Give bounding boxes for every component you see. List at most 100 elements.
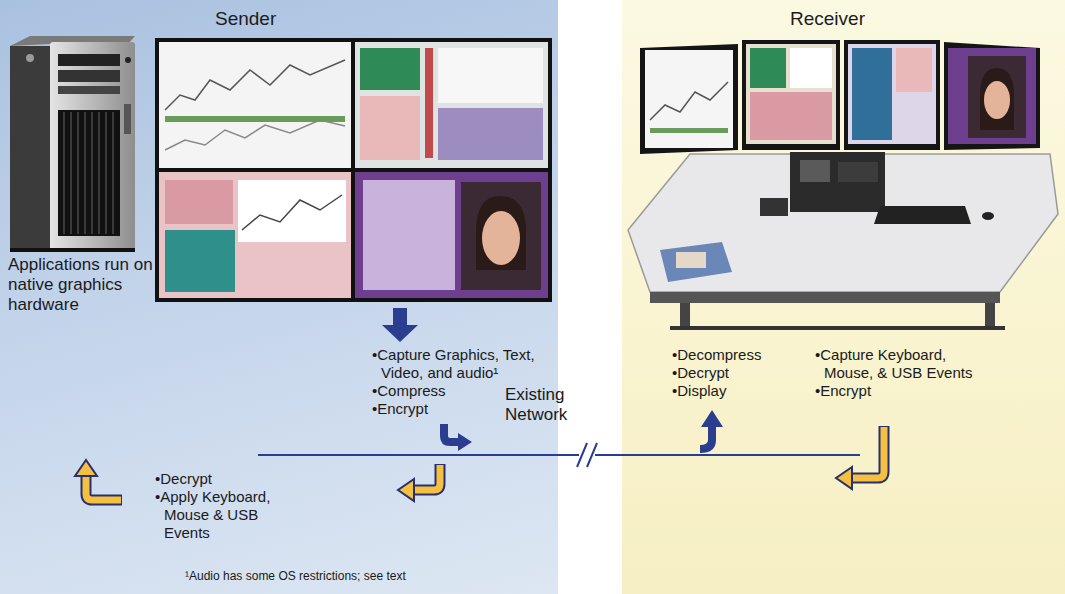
receiver-illustration [622, 0, 1065, 594]
trading-desk-part [640, 44, 738, 154]
flow-arrows-part [398, 479, 414, 501]
step-list: •Capture Graphics, Text, Video, and audi… [372, 346, 554, 382]
trading-desk-part [676, 252, 706, 268]
workstation-tower-part-part [84, 112, 86, 234]
sender-panel: Sender [0, 0, 558, 594]
sender-illustration [0, 0, 558, 594]
trading-desk-part [660, 242, 732, 282]
monitor-wall-part [482, 211, 520, 265]
step-list-group: •Decrypt•Apply Keyboard, Mouse & USB Eve… [155, 470, 305, 542]
monitor-wall-part [355, 172, 548, 298]
flow-arrows-part [86, 476, 122, 500]
workstation-tower-part-part [77, 112, 79, 234]
monitor-wall-part [165, 230, 235, 292]
flow-arrows-part [75, 460, 97, 476]
monitor-wall-part [438, 48, 543, 103]
step-list: •Capture Keyboard, Mouse, & USB Events [815, 346, 975, 382]
trading-desk-part [968, 56, 1026, 138]
edge-label-group: Existing Network [505, 385, 590, 425]
trading-desk-part [746, 44, 836, 144]
monitor-wall-part [476, 196, 526, 270]
monitor-wall-part [363, 180, 455, 290]
step-list: •Apply Keyboard, Mouse & USB Events [155, 488, 305, 542]
trading-desk-part [982, 212, 994, 220]
caption-text: Applications run on native graphics hard… [8, 255, 158, 315]
flow-arrows-part [444, 424, 458, 442]
trading-desk-part [628, 154, 1058, 292]
flow-arrows-part [852, 427, 884, 478]
trading-desk-part [650, 292, 1000, 303]
trading-desk-part [848, 44, 936, 144]
network-wire [622, 454, 860, 456]
trading-desk-part [852, 48, 892, 140]
flow-arrows-part [458, 433, 472, 451]
monitor-wall-part [155, 38, 552, 302]
network-wire [258, 454, 558, 456]
monitor-wall-part [159, 172, 351, 298]
trading-desk-part [838, 162, 878, 182]
workstation-tower-part-part [112, 112, 114, 234]
workstation-tower-part [125, 57, 131, 63]
monitor-wall [155, 38, 552, 302]
flow-arrows-part [700, 426, 712, 449]
trading-desk-part [790, 152, 885, 212]
trading-desk-part [944, 42, 1040, 150]
workstation-tower-part-part [63, 112, 65, 234]
monitor-wall-part [355, 42, 548, 168]
flow-arrows-part [382, 308, 418, 342]
step-list: •Decrypt [155, 470, 305, 488]
trading-desk-part [984, 81, 1010, 119]
monitor-wall-part [461, 182, 541, 290]
trading-desk-part [750, 92, 832, 140]
workstation-tower-part [64, 112, 113, 234]
trading-desk-part [750, 48, 786, 88]
step-list: •Encrypt [815, 382, 975, 400]
workstation-tower-part-part [70, 112, 72, 234]
trading-desk-part [650, 128, 728, 133]
monitor-wall-part [438, 108, 543, 160]
trading-desk [628, 40, 1058, 330]
trading-desk-part [760, 198, 788, 216]
network-break-part [587, 443, 597, 467]
monitor-wall-part [165, 120, 345, 150]
workstation-tower-part [10, 46, 50, 250]
panel-title: Sender [215, 8, 276, 30]
workstation-tower-part [58, 86, 120, 94]
workstation-tower-part-part [98, 112, 100, 234]
trading-desk-part [742, 40, 840, 150]
workstation-tower-part [124, 104, 131, 134]
workstation-tower-part [10, 248, 135, 252]
workstation-tower [10, 36, 135, 252]
trading-desk-part [844, 40, 940, 150]
workstation-tower-part-part [105, 112, 107, 234]
trading-desk-part [680, 303, 690, 329]
step-list: •Display [672, 382, 802, 400]
flow-arrows [700, 410, 884, 489]
network-label: Existing Network [505, 385, 590, 425]
monitor-wall-part [165, 60, 345, 110]
caption-text-group: Applications run on native graphics hard… [8, 255, 158, 315]
trading-desk-part [948, 48, 1036, 144]
trading-desk-part [790, 48, 832, 88]
footnote: ¹Audio has some OS restrictions; see tex… [185, 569, 485, 584]
flow-arrows-part [86, 476, 121, 500]
step-list: •Decompress [672, 346, 802, 364]
trading-desk-part [650, 82, 728, 120]
monitor-wall-part [165, 180, 233, 224]
receiver-panel: Receiver [622, 0, 1065, 594]
monitor-wall-part [165, 116, 345, 122]
flow-arrows-part [414, 464, 440, 490]
flow-arrows-part [414, 465, 440, 490]
workstation-tower-part-part [91, 112, 93, 234]
workstation-tower-part [26, 54, 34, 62]
step-list-group: •Capture Keyboard, Mouse, & USB Events•E… [815, 346, 975, 400]
trading-desk-part [800, 160, 830, 182]
panel-title: Receiver [790, 8, 865, 30]
flow-arrows-part [701, 410, 723, 427]
workstation-tower-part [58, 110, 120, 236]
receiver-illustration-part [622, 40, 1058, 489]
trading-desk-part [980, 68, 1014, 130]
network-break [577, 443, 597, 467]
step-list: •Decrypt [672, 364, 802, 382]
